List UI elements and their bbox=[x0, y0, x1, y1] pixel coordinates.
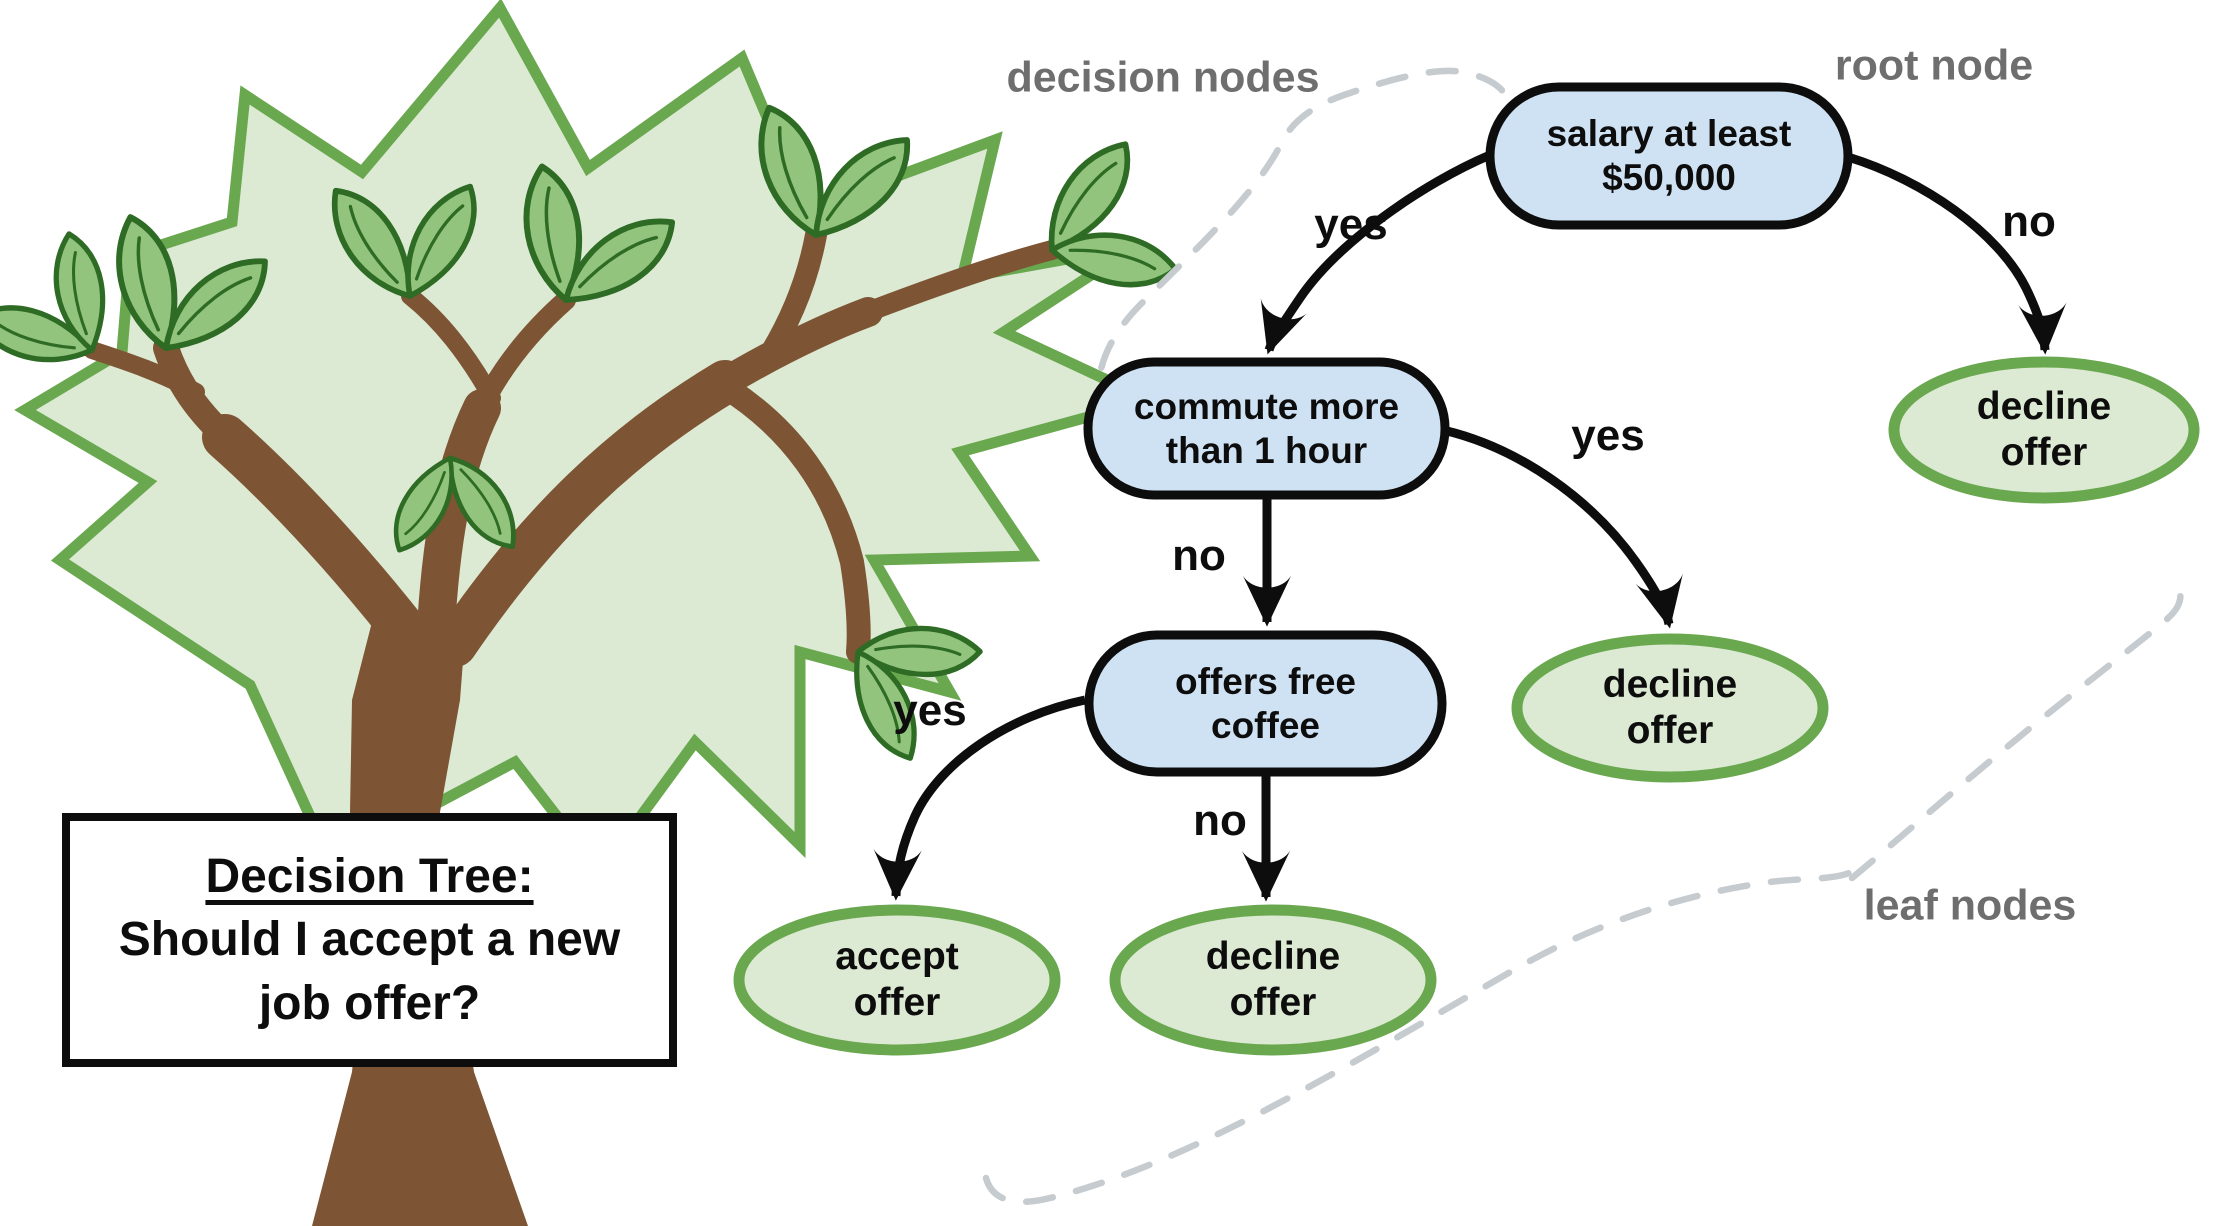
tree-edges bbox=[873, 150, 2067, 902]
leaf-nodes-pointer-curve-right bbox=[1848, 581, 2184, 882]
edge-coffee-yes-arrow bbox=[873, 695, 1086, 901]
root-node-label: salary at least $50,000 bbox=[1546, 113, 1792, 198]
root-node-shape bbox=[1485, 82, 1853, 230]
decline-offer-right-leaf-shape bbox=[1888, 356, 2200, 504]
leaf-nodes-annotation: leaf nodes bbox=[1863, 881, 2077, 930]
accept-offer-leaf-shape bbox=[733, 904, 1061, 1056]
decline-offer-bottom-leaf-shape bbox=[1109, 904, 1437, 1056]
title-sign: Decision Tree: Should I accept a new job… bbox=[62, 813, 677, 1067]
edge-commute-yes-label: yes bbox=[1571, 411, 1645, 460]
decline-offer-mid-label: decline offer bbox=[1602, 662, 1738, 752]
edge-root-yes-label: yes bbox=[1314, 200, 1388, 249]
edge-commute-no-label: no bbox=[1172, 531, 1226, 580]
root-node-annotation: root node bbox=[1834, 41, 2034, 90]
edge-root-no-arrow bbox=[1846, 152, 2067, 355]
title-heading: Decision Tree: bbox=[205, 849, 534, 903]
leaf-nodes-pointer-curve-left bbox=[982, 869, 1853, 1206]
title-question: Should I accept a new job offer? bbox=[118, 913, 621, 1030]
decline-offer-right-label: decline offer bbox=[1976, 384, 2112, 474]
annotation-pointers bbox=[982, 67, 2184, 1206]
edge-commute-yes-arrow bbox=[1441, 425, 1683, 629]
coffee-node-shape bbox=[1084, 630, 1447, 777]
coffee-node-label: offers free coffee bbox=[1175, 660, 1356, 746]
tree-branches bbox=[83, 224, 1062, 673]
commute-node-shape bbox=[1083, 357, 1450, 500]
decision-nodes-pointer-curve bbox=[1095, 67, 1509, 422]
commute-node-label: commute more than 1 hour bbox=[1133, 385, 1400, 471]
node-shapes bbox=[733, 82, 2200, 1056]
accept-offer-label: accept offer bbox=[835, 934, 959, 1024]
decision-nodes-annotation: decision nodes bbox=[1006, 53, 1320, 102]
decline-offer-mid-leaf-shape bbox=[1511, 633, 1829, 783]
edge-root-no-label: no bbox=[2002, 197, 2056, 246]
edge-coffee-yes-label: yes bbox=[893, 686, 967, 735]
decline-offer-bottom-label: decline offer bbox=[1205, 934, 1341, 1024]
edge-root-yes-arrow bbox=[1260, 150, 1492, 355]
edge-coffee-no-label: no bbox=[1193, 796, 1247, 845]
